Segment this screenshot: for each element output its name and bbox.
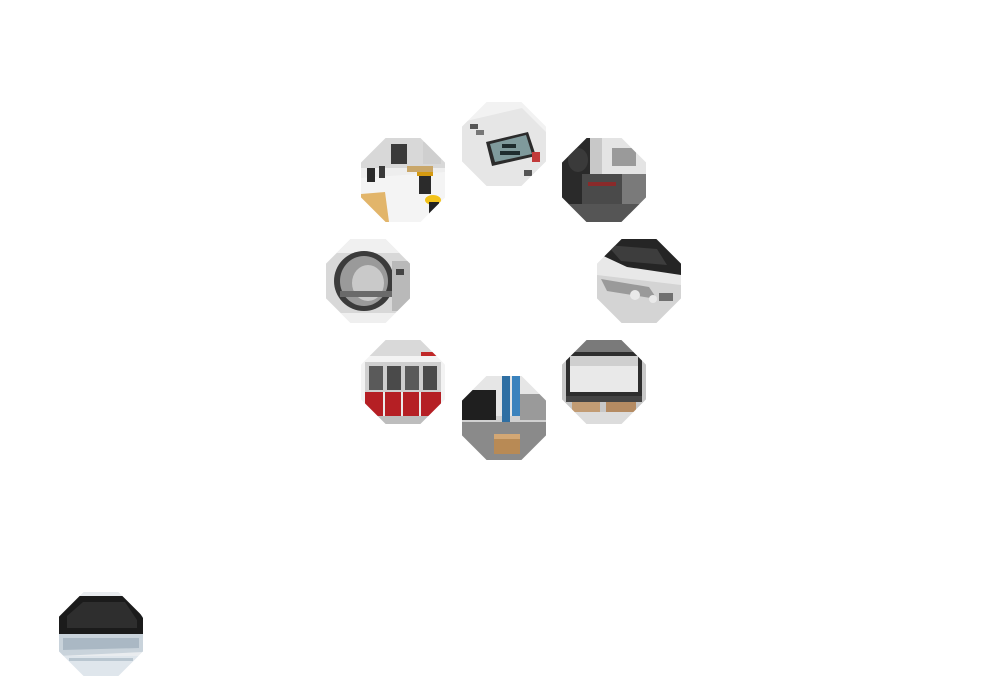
- worker-machine-image: [562, 138, 646, 222]
- clean-room-image: [361, 138, 445, 222]
- red-booth-photo[interactable]: [361, 340, 445, 424]
- display-device-photo[interactable]: [462, 102, 546, 186]
- worker-machine-photo[interactable]: [562, 138, 646, 222]
- tinted-cover-photo[interactable]: [59, 592, 143, 676]
- duct-workstation-image: [462, 376, 546, 460]
- red-booth-image: [361, 340, 445, 424]
- bracket-part-photo[interactable]: [597, 239, 681, 323]
- oven-cabinet-image: [562, 340, 646, 424]
- vacuum-chamber-image: [326, 239, 410, 323]
- duct-workstation-photo[interactable]: [462, 376, 546, 460]
- oven-cabinet-photo[interactable]: [562, 340, 646, 424]
- bracket-part-image: [597, 239, 681, 323]
- vacuum-chamber-photo[interactable]: [326, 239, 410, 323]
- display-device-image: [462, 102, 546, 186]
- tinted-cover-image: [59, 592, 143, 676]
- clean-room-photo[interactable]: [361, 138, 445, 222]
